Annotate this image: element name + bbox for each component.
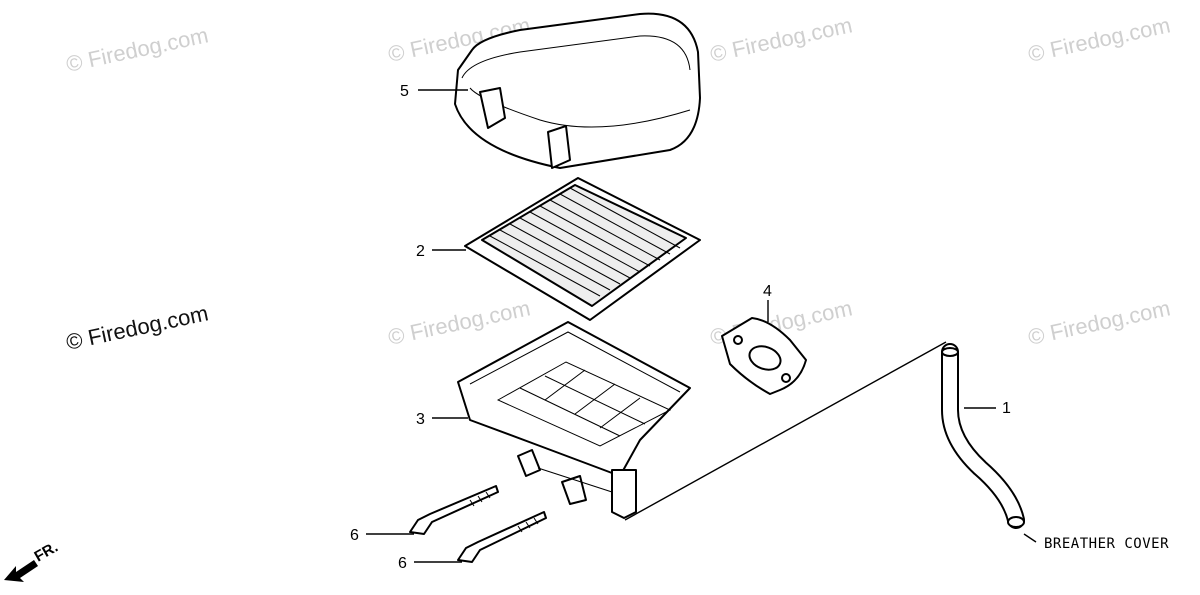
part-1-breather-tube bbox=[941, 343, 1025, 529]
watermark-5: © Firedog.com bbox=[64, 300, 211, 355]
callout-2: 2 bbox=[416, 243, 425, 260]
part-3-case bbox=[457, 321, 691, 519]
part-2-filter bbox=[464, 177, 701, 321]
part-6-bolt-upper bbox=[409, 485, 499, 535]
watermark-6: © Firedog.com bbox=[386, 295, 533, 350]
part-5-cover bbox=[454, 12, 701, 169]
callout-3: 3 bbox=[416, 411, 425, 428]
callout-6-lower: 6 bbox=[398, 555, 407, 572]
leader-lines bbox=[366, 89, 1037, 563]
callout-6-upper: 6 bbox=[350, 527, 359, 544]
watermark-3: © Firedog.com bbox=[708, 12, 855, 67]
front-label: FR. bbox=[32, 539, 61, 566]
callout-5: 5 bbox=[400, 83, 409, 100]
watermark-1: © Firedog.com bbox=[64, 22, 211, 77]
watermark-8: © Firedog.com bbox=[1026, 295, 1173, 350]
callout-1: 1 bbox=[1002, 400, 1011, 417]
part-6-bolt-lower bbox=[457, 511, 547, 563]
connection-line bbox=[624, 341, 947, 521]
breather-cover-label: BREATHER COVER bbox=[1044, 536, 1169, 552]
part-4-gasket bbox=[721, 317, 807, 395]
front-direction-arrow: FR. bbox=[4, 539, 61, 582]
callout-4: 4 bbox=[763, 283, 772, 300]
watermark-4: © Firedog.com bbox=[1026, 12, 1173, 67]
